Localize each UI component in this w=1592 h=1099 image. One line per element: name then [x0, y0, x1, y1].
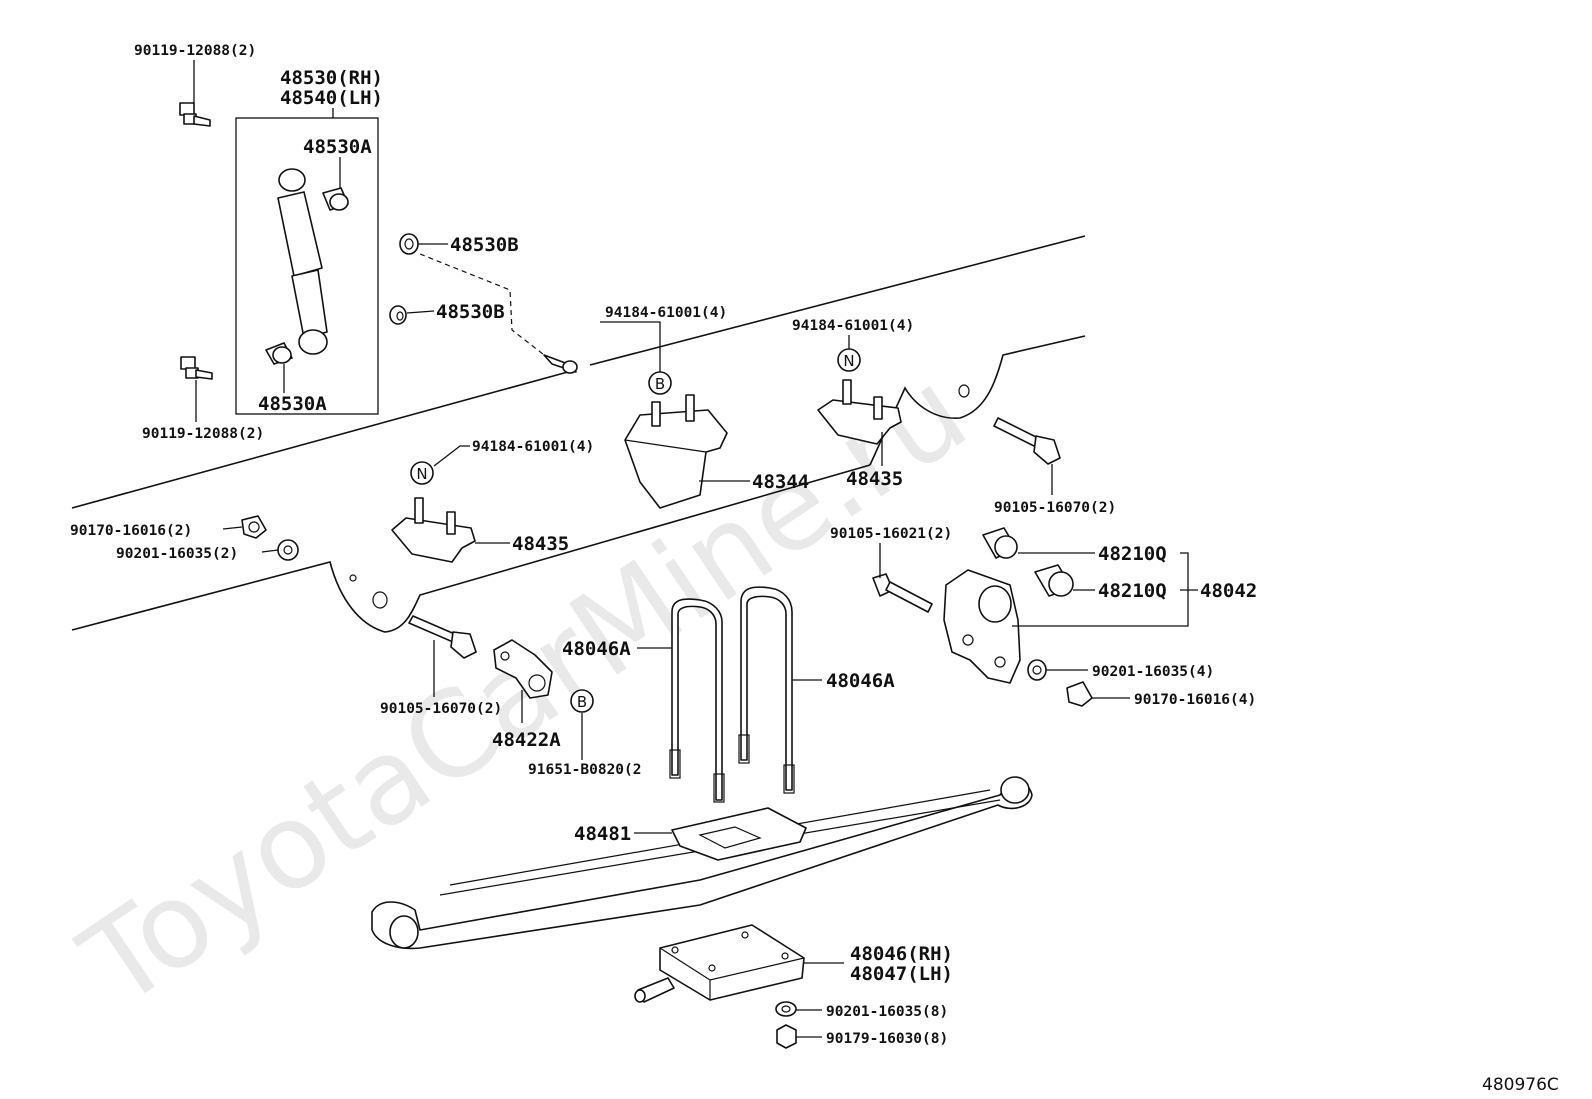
label-bumper-left: 48435 — [512, 533, 569, 555]
callout-b-bottom-icon: B — [570, 689, 594, 713]
label-bushing-top: 48530A — [303, 136, 372, 158]
bolt-bottom-icon — [180, 356, 213, 380]
washer-48530b-icon — [399, 233, 419, 255]
washer-48530b-2-icon — [389, 305, 407, 325]
label-seat-rh: 48046(RH) — [850, 943, 953, 965]
bolt-top-icon — [179, 102, 211, 127]
label-bolt-top: 90119-12088(2) — [134, 43, 256, 59]
label-bolt-bottom: 90119-12088(2) — [142, 426, 264, 442]
label-shock-rh: 48530(RH) — [280, 67, 383, 89]
label-bracket: 48422A — [492, 729, 561, 751]
bolt-shackle-icon — [872, 573, 933, 613]
label-u-bolt-right: 48046A — [826, 670, 895, 692]
frame-rail — [71, 235, 1086, 633]
bumper-48344-icon — [624, 394, 728, 509]
shackle-48042-icon — [943, 569, 1021, 684]
bolt-left-icon — [408, 615, 477, 659]
shackle-bushing-2-icon — [1034, 564, 1074, 597]
bumper-48435-right-icon — [817, 379, 902, 445]
callout-n-right-icon: N — [837, 348, 861, 372]
u-bolt-right-icon — [738, 586, 795, 794]
washer-left-icon — [277, 539, 299, 561]
frame-stud-icon — [543, 354, 578, 374]
nut-left-icon — [241, 515, 267, 539]
label-washer-2: 48530B — [436, 301, 505, 323]
label-washer-seat: 90201-16035(8) — [826, 1004, 948, 1020]
label-bumper-center: 48344 — [752, 471, 809, 493]
label-shackle-assy: 48042 — [1200, 580, 1257, 602]
label-bolt-right: 90105-16070(2) — [994, 500, 1116, 516]
shock-absorber — [277, 168, 328, 355]
label-nut-shackle: 90170-16016(4) — [1134, 692, 1256, 708]
shock-group-frame — [235, 117, 379, 415]
label-u-bolt-left: 48046A — [562, 638, 631, 660]
label-nut-seat: 90179-16030(8) — [826, 1031, 948, 1047]
label-nut-b: 91651-B0820(2 — [528, 762, 642, 778]
bolt-right-icon — [993, 417, 1061, 465]
spring-seat-icon — [634, 924, 805, 1003]
bushing-top-icon — [322, 187, 349, 211]
svg-text:B: B — [577, 693, 587, 711]
svg-text:N: N — [843, 352, 854, 370]
bumper-48435-left-icon — [391, 497, 476, 563]
u-bolt-left-icon — [669, 598, 725, 803]
spacer-48481-icon — [671, 807, 807, 861]
washer-seat-icon — [775, 1001, 797, 1017]
label-washer-shackle: 90201-16035(4) — [1092, 664, 1214, 680]
label-stud-center: 94184-61001(4) — [605, 305, 727, 321]
label-bolt-left: 90105-16070(2) — [380, 701, 502, 717]
diagram-ref: 480976C — [1482, 1075, 1559, 1095]
label-shock-lh: 48540(LH) — [280, 87, 383, 109]
label-spacer: 48481 — [574, 823, 631, 845]
label-nut-left: 90170-16016(2) — [70, 523, 192, 539]
bushing-bottom-icon — [265, 342, 293, 365]
label-seat-lh: 48047(LH) — [850, 963, 953, 985]
label-shackle-bushing-1: 48210Q — [1098, 543, 1167, 565]
label-shackle-bushing-2: 48210Q — [1098, 580, 1167, 602]
label-bushing-bottom: 48530A — [258, 393, 327, 415]
callout-n-left-icon: N — [410, 461, 434, 485]
svg-text:N: N — [416, 465, 427, 483]
nut-shackle-icon — [1066, 681, 1093, 707]
label-stud-right: 94184-61001(4) — [792, 318, 914, 334]
callout-b-top-icon: B — [648, 371, 672, 395]
label-bolt-shackle: 90105-16021(2) — [830, 526, 952, 542]
svg-text:B: B — [655, 375, 665, 393]
nut-seat-icon — [776, 1024, 797, 1049]
bracket-48422a-icon — [493, 639, 553, 699]
washer-shackle-icon — [1027, 659, 1047, 681]
label-bumper-right: 48435 — [846, 468, 903, 490]
label-washer-1: 48530B — [450, 234, 519, 256]
shackle-bushing-1-icon — [982, 527, 1018, 559]
label-washer-left: 90201-16035(2) — [116, 546, 238, 562]
label-stud-left: 94184-61001(4) — [472, 439, 594, 455]
leader-lines — [193, 60, 1198, 1038]
